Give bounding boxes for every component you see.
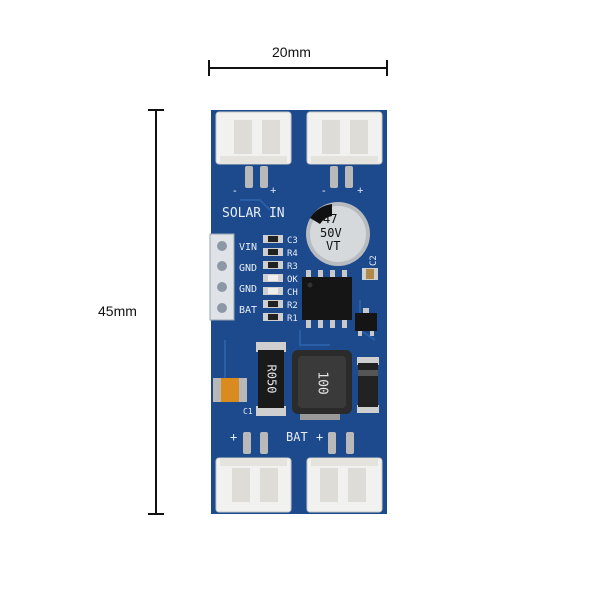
header-pins <box>209 233 235 321</box>
top-polarity-3: - <box>322 185 326 197</box>
cap-line-1: 47 <box>323 212 337 226</box>
header-label-gnd-1: GND <box>239 263 257 274</box>
width-label: 20mm <box>272 44 311 60</box>
label-c1: C1 <box>243 407 253 416</box>
pcb <box>211 110 387 514</box>
label-r4: R4 <box>287 249 298 259</box>
label-r3: R3 <box>287 262 298 272</box>
inductor: 100 <box>292 350 352 420</box>
label-ch: CH <box>287 288 298 298</box>
top-pads <box>245 166 353 188</box>
transistor <box>355 308 377 336</box>
sense-resistor-label: R050 <box>265 365 279 394</box>
bottom-pads <box>243 432 354 454</box>
header-label-vin: VIN <box>239 242 257 253</box>
bottom-polarity-1: + <box>230 430 237 444</box>
diode <box>357 357 379 413</box>
top-connector-right <box>306 111 383 165</box>
top-polarity-4: + <box>357 185 363 197</box>
solar-in-label: SOLAR IN <box>222 206 285 221</box>
header-label-bat: BAT <box>239 305 257 316</box>
label-c3: C3 <box>287 236 298 246</box>
resistor-labels: C3 R4 R3 OK CH R2 R1 <box>287 236 298 324</box>
charger-ic <box>302 270 352 328</box>
top-polarity-1: - <box>233 185 237 197</box>
header-label-gnd-2: GND <box>239 284 257 295</box>
header-labels: VIN GND GND BAT <box>239 242 257 316</box>
small-capacitor-c2: C2 <box>362 255 379 280</box>
sense-resistor: R050 <box>256 342 286 416</box>
height-label: 45mm <box>98 303 137 319</box>
height-dimension <box>148 109 164 515</box>
width-dimension <box>208 60 388 76</box>
tantalum-capacitor: C1 <box>213 378 253 416</box>
label-r2: R2 <box>287 301 298 311</box>
top-connector-left <box>215 111 292 165</box>
cap-line-3: VT <box>326 239 340 253</box>
top-polarity: - + - + <box>233 185 363 197</box>
label-ok: OK <box>287 275 298 285</box>
bottom-connector-left <box>215 457 292 513</box>
label-r1: R1 <box>287 314 298 324</box>
inductor-label: 100 <box>315 371 330 394</box>
top-polarity-2: + <box>270 185 276 197</box>
label-c2: C2 <box>369 255 379 266</box>
bottom-markings: + BAT + <box>230 430 323 444</box>
smd-resistors <box>263 235 283 321</box>
bottom-connector-right <box>306 457 383 513</box>
bottom-bat-label: BAT <box>286 430 308 444</box>
electrolytic-capacitor: 47 50V VT <box>306 202 370 266</box>
cap-line-2: 50V <box>320 226 342 240</box>
bottom-polarity-2: + <box>316 430 323 444</box>
